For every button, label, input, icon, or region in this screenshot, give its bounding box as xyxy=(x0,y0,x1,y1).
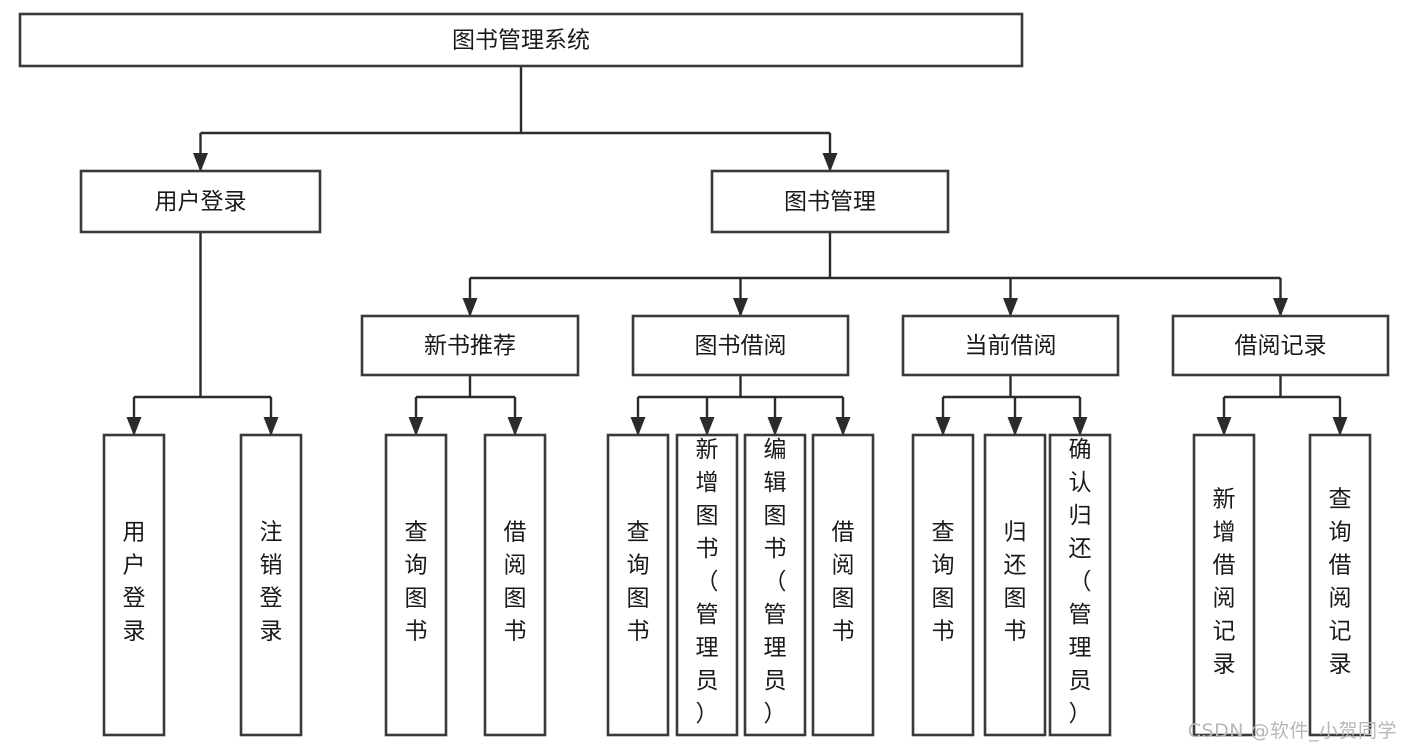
node-label: 查询图书 xyxy=(627,520,650,645)
node-label: 新增图书（管理员） xyxy=(696,437,719,727)
arrowhead-icon xyxy=(193,153,208,172)
connector-layer xyxy=(126,66,1348,436)
arrowhead-icon xyxy=(699,417,715,436)
arrowhead-icon xyxy=(1007,417,1023,436)
leaf-node-leaf-add-book-admin[interactable]: 新增图书（管理员） xyxy=(675,433,739,737)
node-box xyxy=(360,314,580,377)
edge-group-user-login xyxy=(126,232,279,436)
leaf-node-leaf-query-book-borrow[interactable]: 查询图书 xyxy=(606,433,670,737)
node-box xyxy=(1048,433,1112,737)
node-label: 当前借阅 xyxy=(965,333,1057,359)
edge-group-borrow-record xyxy=(1216,375,1348,436)
arrowhead-icon xyxy=(126,417,142,436)
arrowhead-icon xyxy=(1332,417,1348,436)
node-label: 图书管理系统 xyxy=(452,28,590,54)
leaf-node-leaf-query-book-current[interactable]: 查询图书 xyxy=(911,433,975,737)
arrowhead-icon xyxy=(1003,298,1018,317)
node-box xyxy=(675,433,739,737)
arrowhead-icon xyxy=(408,417,424,436)
node-box xyxy=(631,314,850,377)
edge-group-book-borrow xyxy=(630,375,851,436)
node-box xyxy=(743,433,807,737)
leaf-node-leaf-user-login[interactable]: 用户登录 xyxy=(102,433,166,737)
node-layer: 图书管理系统用户登录图书管理新书推荐图书借阅当前借阅借阅记录用户登录注销登录查询… xyxy=(18,12,1390,737)
arrowhead-icon xyxy=(263,417,279,436)
arrowhead-icon xyxy=(767,417,783,436)
node-box xyxy=(1192,433,1256,737)
edge-group-new-book-recommend xyxy=(408,375,523,436)
arrowhead-icon xyxy=(1072,417,1088,436)
node-box xyxy=(79,169,322,234)
node-box xyxy=(1171,314,1390,377)
node-label: 确认归还（管理员） xyxy=(1069,437,1092,727)
node-new-book-recommend[interactable]: 新书推荐 xyxy=(360,314,580,377)
arrowhead-icon xyxy=(822,153,838,172)
node-box xyxy=(239,433,303,737)
node-label: 用户登录 xyxy=(155,189,247,215)
leaf-node-leaf-user-logout[interactable]: 注销登录 xyxy=(239,433,303,737)
node-label: 归还图书 xyxy=(1004,520,1027,645)
watermark-text: CSDN @软件_小贺同学 xyxy=(1187,720,1397,742)
node-label: 查询图书 xyxy=(405,520,428,645)
node-label: 编辑图书（管理员） xyxy=(764,437,787,727)
node-user-login[interactable]: 用户登录 xyxy=(79,169,322,234)
arrowhead-icon xyxy=(935,417,951,436)
edge-group-book-manage xyxy=(462,232,1288,317)
node-label: 图书管理 xyxy=(784,189,876,215)
arrowhead-icon xyxy=(1273,298,1288,317)
node-label: 用户登录 xyxy=(123,520,146,645)
arrowhead-icon xyxy=(630,417,646,436)
node-label: 查询借阅记录 xyxy=(1329,487,1352,678)
node-book-borrow[interactable]: 图书借阅 xyxy=(631,314,850,377)
leaf-node-leaf-return-book[interactable]: 归还图书 xyxy=(983,433,1047,737)
node-label: 注销登录 xyxy=(260,520,283,645)
node-label: 借阅图书 xyxy=(504,520,527,645)
node-label: 借阅图书 xyxy=(832,520,855,645)
leaf-node-leaf-borrow-book[interactable]: 借阅图书 xyxy=(811,433,875,737)
node-box xyxy=(811,433,875,737)
node-box xyxy=(606,433,670,737)
node-label: 图书借阅 xyxy=(695,333,787,359)
edge-group-root xyxy=(193,66,838,172)
arrowhead-icon xyxy=(462,298,478,317)
node-book-manage[interactable]: 图书管理 xyxy=(710,169,950,234)
node-box xyxy=(18,12,1024,68)
arrowhead-icon xyxy=(835,417,851,436)
leaf-node-leaf-confirm-return-admin[interactable]: 确认归还（管理员） xyxy=(1048,433,1112,737)
leaf-node-leaf-query-book-recommend[interactable]: 查询图书 xyxy=(384,433,448,737)
node-box xyxy=(102,433,166,737)
node-label: 新增借阅记录 xyxy=(1213,487,1236,678)
arrowhead-icon xyxy=(507,417,523,436)
node-current-borrow[interactable]: 当前借阅 xyxy=(901,314,1120,377)
node-box xyxy=(983,433,1047,737)
node-label: 借阅记录 xyxy=(1235,333,1327,359)
arrowhead-icon xyxy=(1216,417,1232,436)
node-box xyxy=(384,433,448,737)
node-box xyxy=(483,433,547,737)
edge-group-current-borrow xyxy=(935,375,1088,436)
node-box xyxy=(710,169,950,234)
leaf-node-leaf-query-borrow-record[interactable]: 查询借阅记录 xyxy=(1308,433,1372,737)
node-box xyxy=(911,433,975,737)
node-box xyxy=(1308,433,1372,737)
node-label: 查询图书 xyxy=(932,520,955,645)
leaf-node-leaf-add-borrow-record[interactable]: 新增借阅记录 xyxy=(1192,433,1256,737)
leaf-node-leaf-borrow-book-recommend[interactable]: 借阅图书 xyxy=(483,433,547,737)
node-label: 新书推荐 xyxy=(424,333,516,359)
node-root[interactable]: 图书管理系统 xyxy=(18,12,1024,68)
arrowhead-icon xyxy=(733,298,748,317)
leaf-node-leaf-edit-book-admin[interactable]: 编辑图书（管理员） xyxy=(743,433,807,737)
node-box xyxy=(901,314,1120,377)
node-borrow-record[interactable]: 借阅记录 xyxy=(1171,314,1390,377)
